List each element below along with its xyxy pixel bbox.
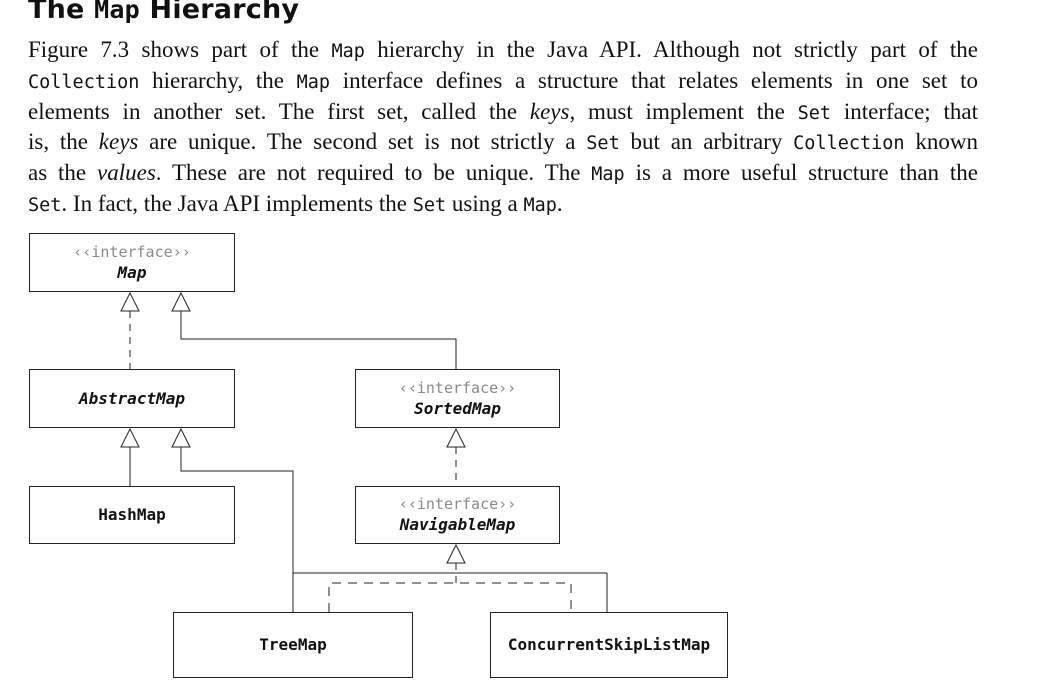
code-collection: Collection: [793, 133, 905, 155]
heading-suffix: Hierarchy: [139, 0, 300, 25]
section-heading: The Map Hierarchy: [28, 0, 299, 25]
sortedmap-stereotype: ‹‹interface››: [398, 378, 517, 397]
emphasis-keys: keys: [529, 98, 570, 124]
abstractmap-class-name: AbstractMap: [79, 388, 185, 408]
map-solid-arrowhead: [171, 291, 191, 312]
navigablemap-dashed-bus: [328, 582, 572, 612]
map-interface-box: ‹‹interface›› Map: [29, 233, 235, 292]
paragraph-line-3: elements in another set. The first set, …: [28, 98, 978, 124]
navigablemap-stereotype: ‹‹interface››: [398, 495, 517, 513]
paragraph-line-2: Collection hierarchy, the Map interface …: [28, 67, 978, 93]
abstractmap-left-arrowhead: [120, 427, 140, 448]
abstractmap-right-arrowhead: [171, 427, 191, 448]
paragraph-line-6: Set. In fact, the Java API implements th…: [28, 190, 563, 216]
code-set: Set: [586, 133, 620, 155]
sortedmap-arrowhead: [446, 427, 466, 448]
heading-code: Map: [94, 0, 140, 24]
sortedmap-to-map-line: [180, 311, 457, 369]
map-dashed-arrowhead: [120, 291, 140, 312]
code-map: Map: [331, 41, 365, 62]
emphasis-values: values: [97, 160, 156, 186]
code-set: Set: [28, 194, 62, 216]
treemap-class-name: TreeMap: [259, 635, 327, 654]
code-map: Map: [591, 164, 625, 186]
treemap-to-abstractmap-line: [180, 447, 294, 612]
concurrentskiplistmap-class-box: ConcurrentSkipListMap: [490, 612, 728, 678]
code-map: Map: [523, 194, 557, 216]
code-set: Set: [797, 102, 832, 124]
code-collection: Collection: [28, 71, 140, 93]
map-class-name: Map: [117, 262, 147, 282]
treemap-class-box: TreeMap: [173, 612, 413, 678]
paragraph-line-4: is, the keys are unique. The second set …: [28, 129, 978, 155]
sortedmap-interface-box: ‹‹interface›› SortedMap: [355, 369, 560, 428]
navigablemap-class-name: NavigableMap: [399, 515, 516, 534]
paragraph-line-1: Figure 7.3 shows part of the Map hierarc…: [28, 37, 978, 62]
abstractmap-class-box: AbstractMap: [29, 369, 235, 428]
code-set: Set: [412, 194, 447, 216]
code-map: Map: [296, 71, 331, 93]
emphasis-keys: keys: [98, 129, 139, 155]
navigablemap-arrowhead: [446, 543, 466, 564]
heading-prefix: The: [28, 0, 95, 25]
concurrentskiplistmap-class-name: ConcurrentSkipListMap: [507, 635, 711, 654]
paragraph-line-5: as the values. These are not required to…: [28, 160, 978, 186]
hashmap-class-name: HashMap: [98, 505, 166, 524]
sortedmap-class-name: SortedMap: [414, 398, 501, 418]
body-paragraph: Figure 7.3 shows part of the Map hierarc…: [28, 36, 978, 221]
hashmap-class-box: HashMap: [29, 486, 235, 544]
map-stereotype: ‹‹interface››: [73, 242, 191, 261]
navigablemap-interface-box: ‹‹interface›› NavigableMap: [355, 486, 560, 544]
